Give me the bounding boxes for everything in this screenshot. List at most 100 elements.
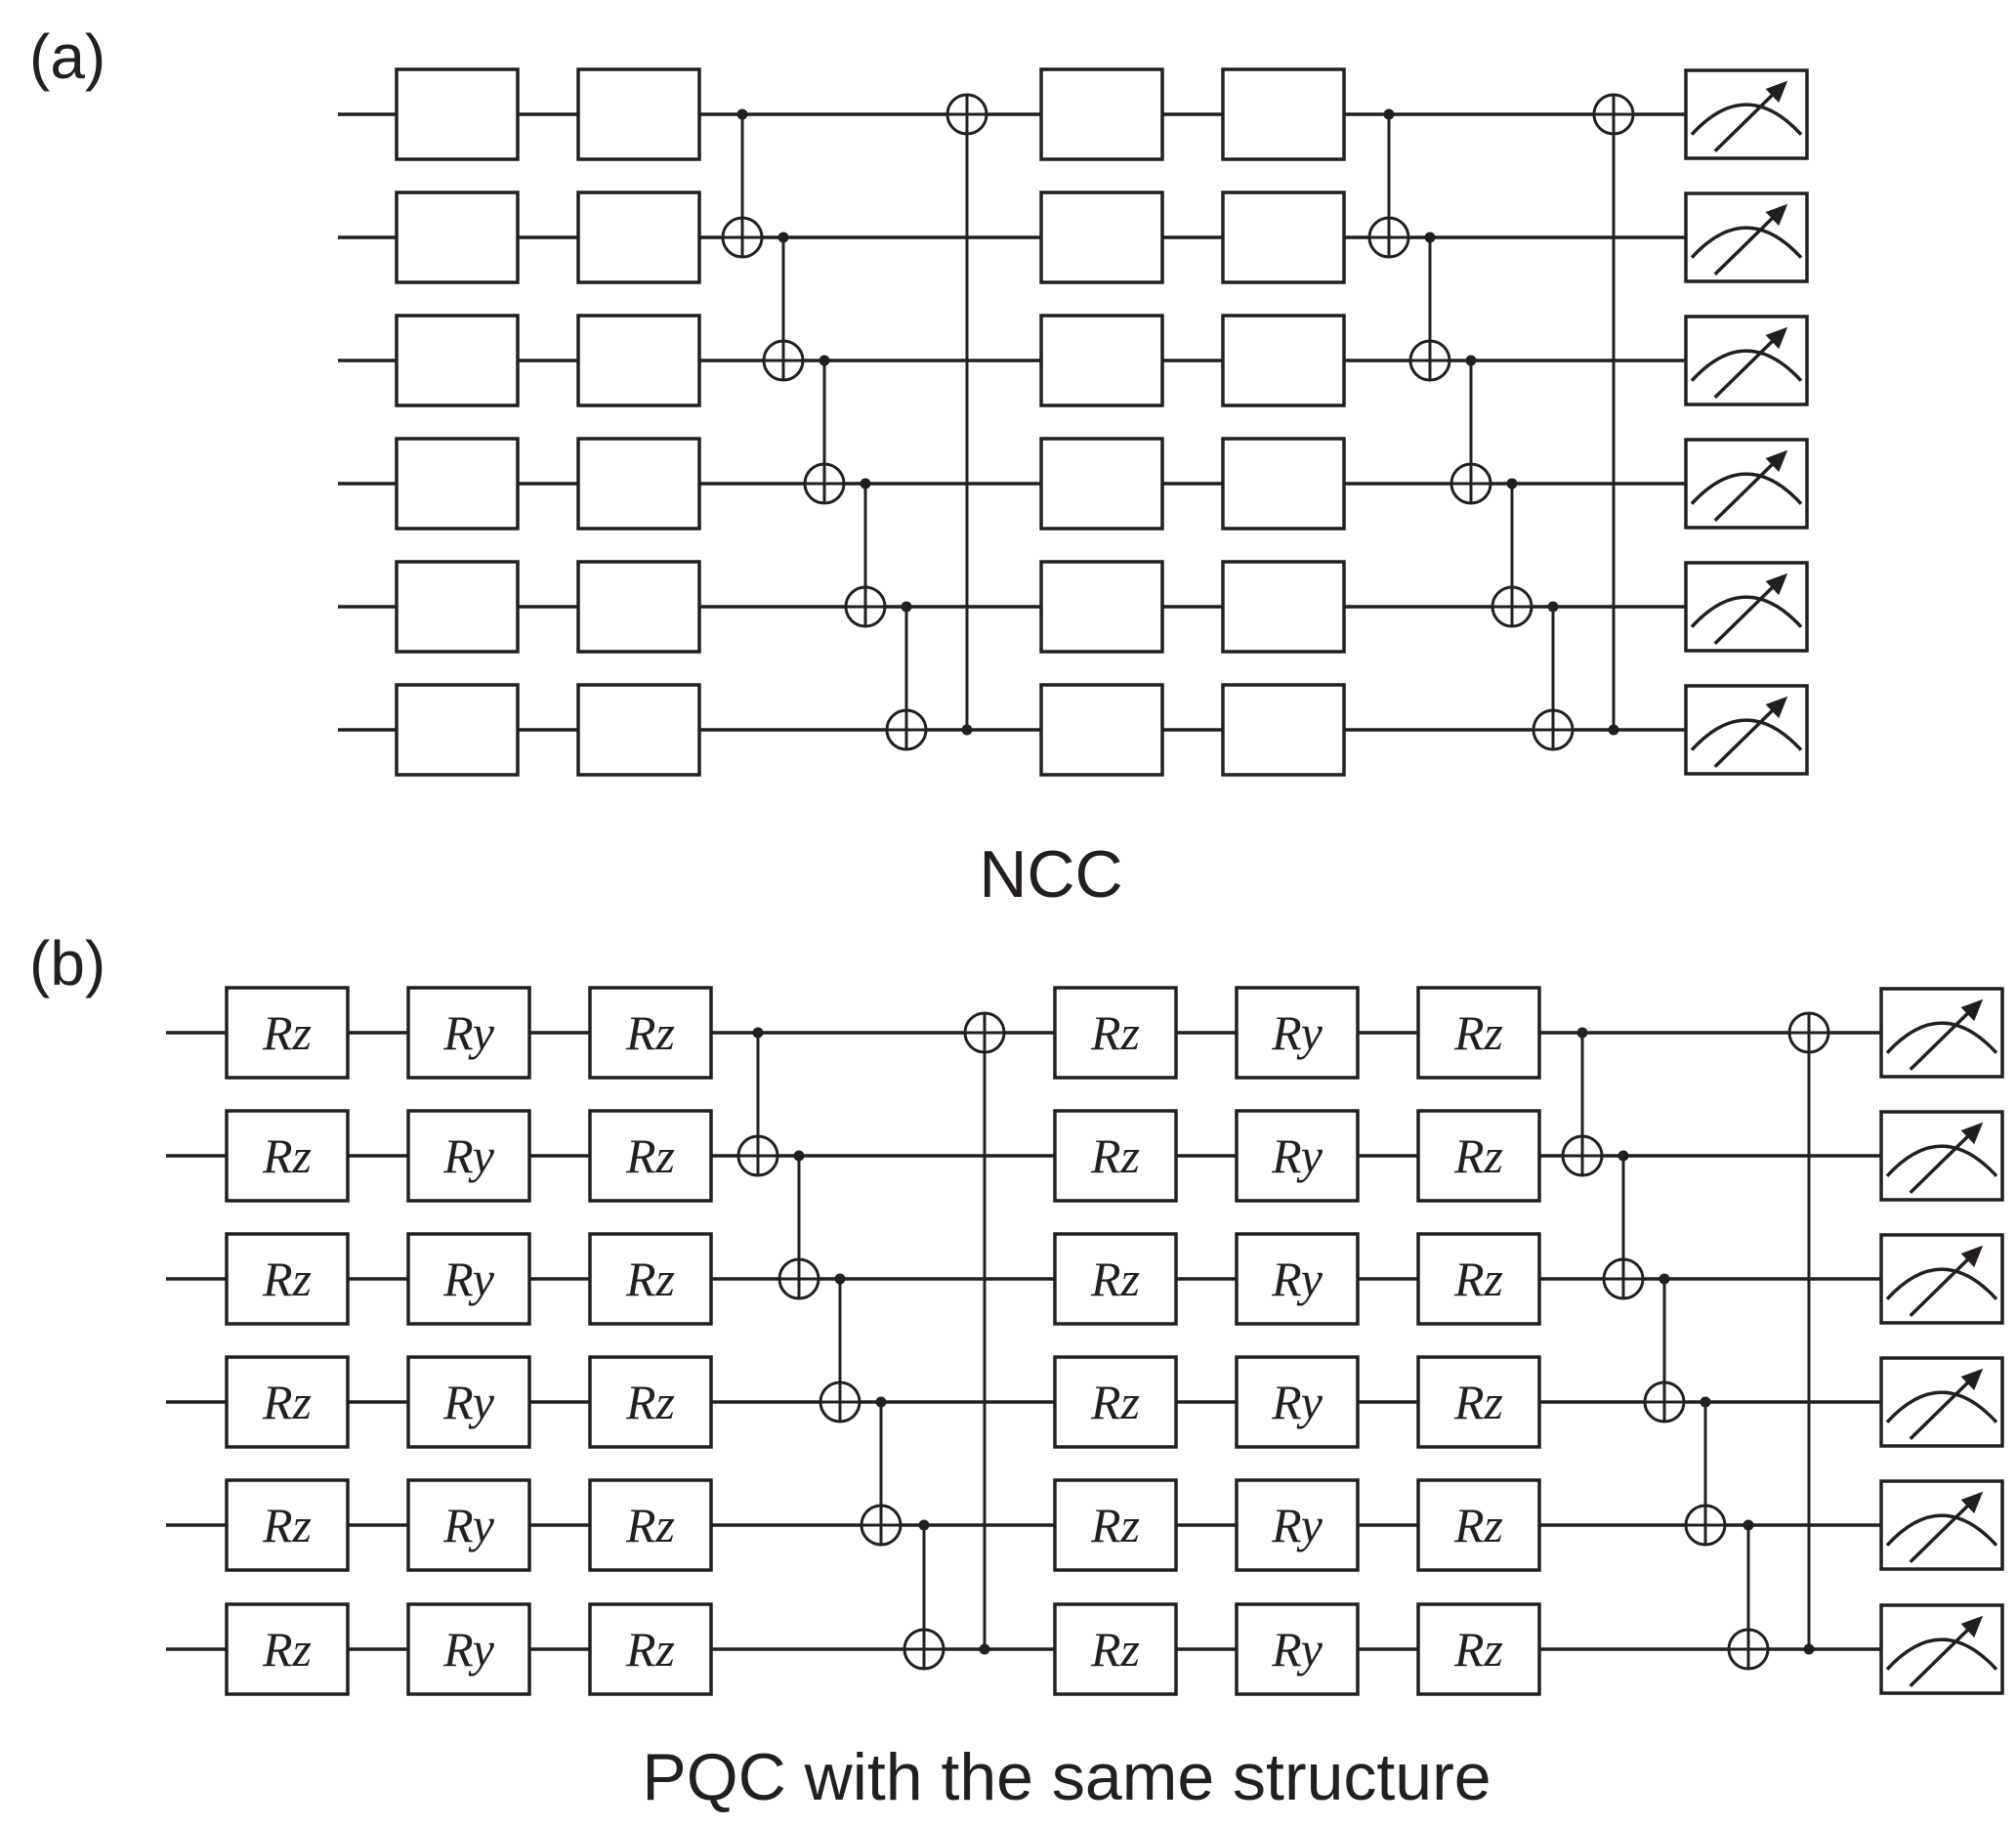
panel-a-gate-blank	[576, 560, 701, 654]
cnot-target-icon	[860, 1504, 903, 1547]
panel-a-cnot-2-2	[1408, 232, 1451, 382]
svg-text:Rz: Rz	[262, 1128, 312, 1183]
panel-b-cnot-1-1	[736, 1027, 779, 1177]
cnot-control-dot	[1803, 1643, 1815, 1655]
panel-b-gate-rz: Rz	[1053, 1355, 1178, 1449]
panel-b-caption: PQC with the same structure	[642, 1740, 1491, 1814]
svg-text:Rz: Rz	[625, 1622, 675, 1677]
cnot-control-dot	[777, 232, 789, 243]
panel-b-gate-ry: Ry	[1235, 1602, 1360, 1696]
svg-text:Rz: Rz	[625, 1252, 675, 1306]
panel-b-cnot-2-4	[1684, 1396, 1727, 1547]
svg-text:Rz: Rz	[1090, 1498, 1140, 1552]
svg-text:Ry: Ry	[442, 1375, 495, 1429]
cnot-control-dot	[1608, 724, 1619, 736]
panel-a-cnot-1-wrap	[945, 93, 988, 736]
panel-b-gate-ry: Ry	[406, 986, 531, 1080]
panel-b-gate-ry: Ry	[406, 1109, 531, 1203]
svg-text:Rz: Rz	[1453, 1498, 1503, 1552]
svg-text:Rz: Rz	[625, 1375, 675, 1429]
measurement-meter-icon	[1684, 684, 1809, 776]
panel-b-cnot-2-5	[1727, 1519, 1770, 1671]
cnot-target-icon	[1787, 1011, 1830, 1054]
panel-b-gate-ry: Ry	[406, 1355, 531, 1449]
svg-text:Ry: Ry	[1271, 1622, 1323, 1677]
cnot-target-icon	[945, 93, 988, 136]
panel-a-label: (a)	[29, 21, 105, 92]
measurement-meter-icon	[1879, 1356, 2004, 1448]
panel-b-gate-ry: Ry	[1235, 1478, 1360, 1572]
panel-a-gate-blank	[395, 683, 520, 777]
panel-a-gate-blank	[576, 437, 701, 531]
svg-text:Rz: Rz	[1453, 1622, 1503, 1677]
svg-text:Ry: Ry	[1271, 1252, 1323, 1306]
panel-a-cnot-2-1	[1367, 108, 1410, 259]
cnot-target-icon	[1491, 585, 1533, 628]
cnot-control-dot	[875, 1396, 887, 1408]
panel-b-gate-ry: Ry	[406, 1232, 531, 1326]
panel-b-gate-rz: Rz	[588, 1109, 713, 1203]
cnot-control-dot	[961, 724, 973, 736]
panel-a-ncc-circuit	[338, 67, 1809, 777]
panel-a-cnot-1-3	[803, 355, 846, 505]
measurement-meter-icon	[1684, 315, 1809, 406]
panel-a-cnot-2-4	[1491, 478, 1533, 628]
panel-b-gate-rz: Rz	[588, 1478, 713, 1572]
panel-b-pqc-circuit: RzRzRzRzRzRzRyRyRyRyRyRyRzRzRzRzRzRzRzRz…	[166, 986, 2004, 1696]
svg-text:Ry: Ry	[442, 1005, 495, 1060]
svg-text:Ry: Ry	[442, 1252, 495, 1306]
panel-a-gate-blank	[1221, 314, 1346, 407]
panel-a-gate-blank	[395, 560, 520, 654]
cnot-target-icon	[963, 1011, 1006, 1054]
svg-text:Rz: Rz	[1090, 1005, 1140, 1060]
panel-b-gate-rz: Rz	[225, 1478, 350, 1572]
panel-b-gate-rz: Rz	[225, 1109, 350, 1203]
cnot-control-dot	[1424, 232, 1436, 243]
panel-a-gate-blank	[1039, 560, 1164, 654]
panel-a-gate-blank	[1221, 560, 1346, 654]
svg-text:Ry: Ry	[1271, 1128, 1323, 1183]
svg-text:Ry: Ry	[442, 1128, 495, 1183]
cnot-target-icon	[1684, 1504, 1727, 1547]
panel-b-gate-rz: Rz	[1053, 1109, 1178, 1203]
panel-a-gate-blank	[1221, 683, 1346, 777]
measurement-meter-icon	[1879, 987, 2004, 1079]
cnot-target-icon	[1643, 1381, 1686, 1423]
measurement-meter-icon	[1879, 1479, 2004, 1571]
panel-a-cnot-1-5	[885, 601, 928, 751]
svg-text:Rz: Rz	[625, 1005, 675, 1060]
measurement-meter-icon	[1879, 1110, 2004, 1202]
panel-b-gate-ry: Ry	[406, 1602, 531, 1696]
panel-a-cnot-1-4	[844, 478, 887, 628]
panel-a-gate-blank	[576, 314, 701, 407]
panel-a-gate-blank	[1039, 191, 1164, 284]
panel-b-gate-ry: Ry	[1235, 1109, 1360, 1203]
panel-b-gate-rz: Rz	[1053, 1478, 1178, 1572]
cnot-control-dot	[1547, 601, 1559, 613]
cnot-control-dot	[1700, 1396, 1711, 1408]
svg-text:Rz: Rz	[262, 1375, 312, 1429]
cnot-control-dot	[1383, 108, 1395, 120]
cnot-control-dot	[1506, 478, 1518, 489]
svg-text:Rz: Rz	[1453, 1375, 1503, 1429]
panel-b-cnot-1-2	[777, 1150, 820, 1300]
panel-b-cnot-2-3	[1643, 1273, 1686, 1423]
svg-text:Rz: Rz	[1090, 1128, 1140, 1183]
panel-a-gate-blank	[1039, 683, 1164, 777]
svg-text:Rz: Rz	[262, 1005, 312, 1060]
panel-b-gate-ry: Ry	[1235, 1355, 1360, 1449]
svg-text:Rz: Rz	[1453, 1005, 1503, 1060]
cnot-target-icon	[1592, 93, 1635, 136]
cnot-target-icon	[1727, 1628, 1770, 1671]
panel-b-gate-rz: Rz	[1416, 1232, 1541, 1326]
cnot-control-dot	[1617, 1150, 1629, 1162]
cnot-target-icon	[1449, 462, 1492, 505]
panel-a-gate-blank	[576, 67, 701, 161]
svg-text:Rz: Rz	[262, 1252, 312, 1306]
svg-text:Rz: Rz	[1090, 1252, 1140, 1306]
svg-text:Rz: Rz	[625, 1128, 675, 1183]
panel-b-gate-rz: Rz	[1416, 1109, 1541, 1203]
cnot-target-icon	[1408, 339, 1451, 382]
svg-text:Ry: Ry	[1271, 1498, 1323, 1552]
